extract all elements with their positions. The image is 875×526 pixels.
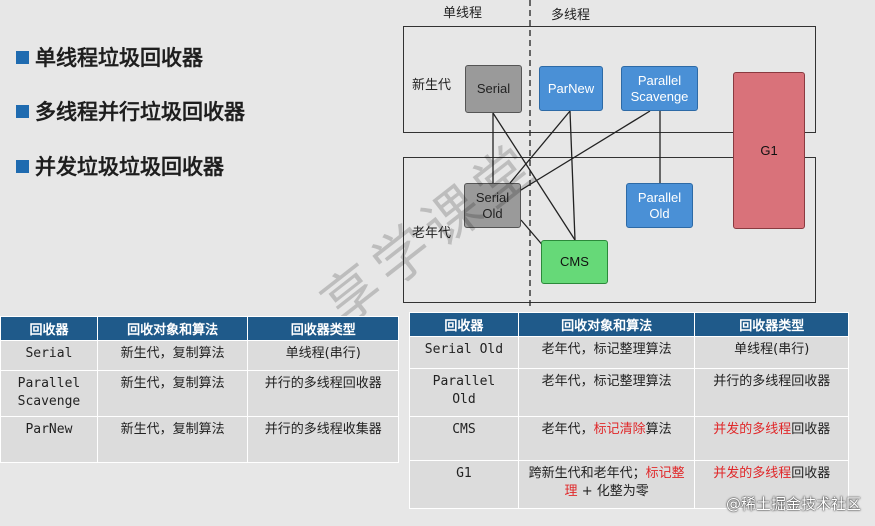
type-cell: 并行的多线程回收器 (247, 370, 399, 417)
collector-name-cell: Serial Old (409, 336, 519, 369)
collector-name-line1: Parallel (432, 374, 496, 389)
collector-name-line1: Parallel (17, 376, 81, 391)
bullet-text: 多线程并行垃圾回收器 (35, 100, 245, 124)
type-cell: 并发的多线程回收器 (694, 460, 849, 509)
column-header: 回收器 (409, 312, 519, 337)
collector-name-line2: Old (452, 392, 476, 407)
bullet-square-icon (16, 51, 29, 64)
type-cell: 单线程(串行) (247, 340, 399, 371)
algorithm-cell: 新生代，复制算法 (96, 340, 249, 371)
type-highlight: 并发的多线程 (713, 466, 792, 481)
algorithm-cell: 新生代，复制算法 (96, 370, 249, 417)
type-cell: 并行的多线程收集器 (247, 416, 399, 463)
g1-node: G1 (733, 72, 805, 229)
site-watermark: @稀土掘金技术社区 (725, 495, 861, 513)
algorithm-cell: 老年代，标记整理算法 (517, 368, 696, 417)
bullet-text: 单线程垃圾回收器 (35, 46, 203, 70)
type-cell: 单线程(串行) (694, 336, 849, 369)
table-row: CMS 老年代，标记清除算法 并发的多线程回收器 (409, 416, 849, 461)
bullet-item-concurrent: 并发垃圾垃圾回收器 (16, 151, 224, 181)
algorithm-cell: 老年代，标记整理算法 (517, 336, 696, 369)
column-header: 回收器 (0, 316, 98, 341)
parnew-node: ParNew (539, 66, 603, 111)
young-gen-box (403, 26, 816, 133)
bullet-square-icon (16, 160, 29, 173)
algorithm-text: 老年代， (541, 422, 594, 437)
type-text: 回收器 (791, 466, 831, 481)
column-header: 回收器类型 (694, 312, 849, 337)
cms-node-label: CMS (560, 254, 589, 269)
collector-name-cell: G1 (409, 460, 519, 509)
serial-old-label-line2: Old (482, 205, 503, 221)
young-gen-label: 新生代 (412, 78, 452, 93)
table-header-row: 回收器 回收对象和算法 回收器类型 (0, 316, 399, 341)
parallel-old-label-line2: Old (649, 205, 670, 221)
table-row: Serial Old 老年代，标记整理算法 单线程(串行) (409, 336, 849, 369)
parallel-old-label-line1: Parallel (637, 189, 682, 205)
bullet-text: 并发垃圾垃圾回收器 (35, 155, 224, 179)
connection-lines (492, 0, 661, 310)
bullet-item-multi-thread: 多线程并行垃圾回收器 (16, 96, 245, 126)
type-cell: 并行的多线程回收器 (694, 368, 849, 417)
algorithm-cell: 新生代，复制算法 (96, 416, 249, 463)
type-text: 回收器 (791, 422, 831, 437)
bullet-square-icon (16, 105, 29, 118)
multi-thread-label: 多线程 (551, 8, 591, 23)
algorithm-text: 跨新生代和老年代； (528, 466, 646, 481)
algorithm-highlight: 标记清除 (593, 422, 646, 437)
bullet-item-single-thread: 单线程垃圾回收器 (16, 42, 203, 72)
table-row: ParNew 新生代，复制算法 并行的多线程收集器 (0, 416, 399, 463)
column-header: 回收器类型 (247, 316, 399, 341)
table-header-row: 回收器 回收对象和算法 回收器类型 (409, 312, 849, 337)
parallel-scavenge-label-line2: Scavenge (630, 88, 689, 104)
left-collector-table: 回收器 回收对象和算法 回收器类型 Serial 新生代，复制算法 单线程(串行… (0, 316, 399, 463)
serial-old-label-line1: Serial (475, 189, 510, 205)
column-header: 回收对象和算法 (96, 316, 249, 341)
old-gen-label: 老年代 (412, 226, 452, 241)
table-row: Serial 新生代，复制算法 单线程(串行) (0, 340, 399, 371)
g1-node-label: G1 (760, 142, 778, 158)
algorithm-text: + 化整为零 (577, 484, 649, 499)
parnew-node-label: ParNew (547, 80, 595, 96)
collector-name-cell: ParNew (0, 416, 98, 463)
table-row: G1 跨新生代和老年代；标记整理 + 化整为零 并发的多线程回收器 (409, 460, 849, 509)
single-thread-label: 单线程 (443, 6, 483, 21)
type-highlight: 并发的多线程 (713, 422, 792, 437)
cms-node: CMS (541, 240, 608, 284)
collector-name-cell: CMS (409, 416, 519, 461)
collector-name-line2: Scavenge (17, 394, 81, 409)
type-cell: 并发的多线程回收器 (694, 416, 849, 461)
algorithm-cell: 跨新生代和老年代；标记整理 + 化整为零 (517, 460, 696, 509)
algorithm-cell: 老年代，标记清除算法 (517, 416, 696, 461)
algorithm-highlight: 标记整理 (564, 466, 685, 499)
serial-node: Serial (465, 65, 522, 113)
collector-name-cell: Serial (0, 340, 98, 371)
old-gen-box (403, 157, 816, 303)
parallel-scavenge-label-line1: Parallel (637, 72, 682, 88)
right-collector-table: 回收器 回收对象和算法 回收器类型 Serial Old 老年代，标记整理算法 … (409, 312, 849, 509)
algorithm-text: 算法 (645, 422, 672, 437)
serial-node-label: Serial (476, 81, 511, 96)
column-header: 回收对象和算法 (517, 312, 696, 337)
